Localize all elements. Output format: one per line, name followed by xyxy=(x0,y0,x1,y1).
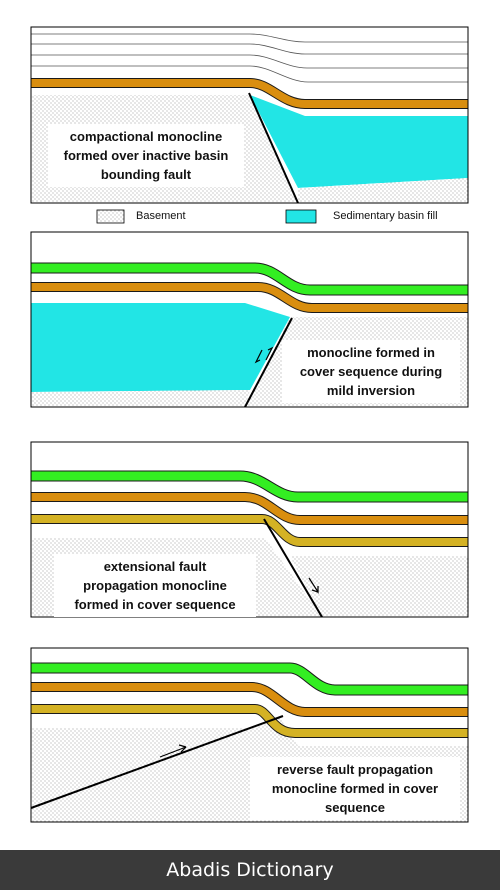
panel-3-caption-line: extensional fault xyxy=(103,559,207,574)
panel-3-caption-line: formed in cover sequence xyxy=(74,597,236,612)
panel-2-orange-layer xyxy=(31,283,468,312)
panel-1-caption: compactional monocline formed over inact… xyxy=(48,124,244,187)
panel-1-fault xyxy=(248,92,299,204)
panel-4-green-layer xyxy=(31,663,468,695)
legend-basin-fill-label: Sedimentary basin fill xyxy=(333,210,438,222)
panel-3-caption-line: propagation monocline xyxy=(83,578,227,593)
panel-4-fault xyxy=(30,715,284,809)
panel-3-slip-arrow xyxy=(308,577,319,595)
panel-1-basin-fill xyxy=(250,95,468,188)
panel-3-fault xyxy=(263,518,323,618)
panel-1-caption-line: compactional monocline xyxy=(69,129,223,144)
panel-2-caption: monocline formed in cover sequence durin… xyxy=(282,340,460,403)
legend-basement-swatch xyxy=(96,209,125,224)
panel-2-caption-line: cover sequence during xyxy=(299,364,443,379)
panel-4-caption-line: monocline formed in cover xyxy=(271,781,439,796)
footer-brand: Abadis Dictionary xyxy=(0,850,500,890)
panel-1-caption-line: formed over inactive basin xyxy=(63,148,229,163)
panel-2-basin-fill xyxy=(31,303,290,392)
panel-4-caption-line: sequence xyxy=(325,800,385,815)
panel-4-slip-arrow xyxy=(159,744,187,758)
panel-4-caption: reverse fault propagation monocline form… xyxy=(250,757,460,820)
panel-3-basement-right xyxy=(290,556,468,617)
panel-2-green-layer xyxy=(31,263,468,295)
legend-basement-label: Basement xyxy=(136,210,186,222)
panel-3-green-layer xyxy=(31,471,468,502)
panel-3-caption: extensional fault propagation monocline … xyxy=(54,554,256,617)
panel-4-caption-line: reverse fault propagation xyxy=(276,762,434,777)
panel-2-slip-arrows xyxy=(254,346,274,364)
panel-2-fault xyxy=(244,317,293,408)
panel-1-basement-right xyxy=(298,178,468,203)
panel-3-orange-layer xyxy=(31,493,468,524)
panel-2-caption-line: mild inversion xyxy=(326,383,416,398)
legend-basin-swatch xyxy=(285,209,317,224)
panel-2-caption-line: monocline formed in xyxy=(307,345,435,360)
panel-2-basement-left xyxy=(31,390,250,407)
panel-4-orange-layer xyxy=(31,683,468,716)
panel-1-caption-line: bounding fault xyxy=(100,167,192,182)
legend xyxy=(96,209,317,224)
panel-3-yellow-layer xyxy=(31,515,468,546)
panel-1-thin-strata xyxy=(31,33,468,83)
